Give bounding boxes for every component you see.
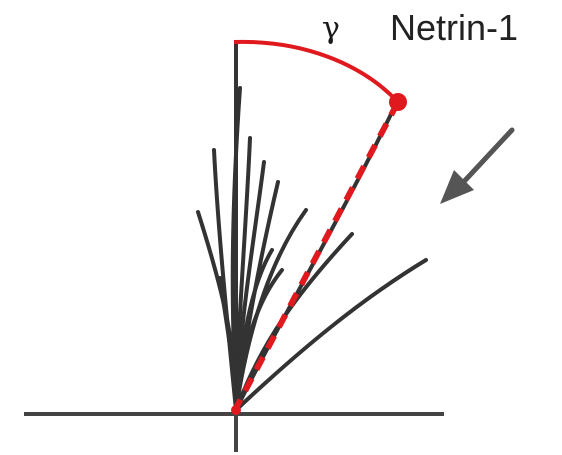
turning-angle-arc <box>233 39 400 104</box>
neurite-trace <box>196 210 238 412</box>
neurite-trace <box>212 148 238 412</box>
neurite-traces <box>196 86 428 412</box>
neurite-trace <box>234 268 284 412</box>
arrow-down-left-icon <box>440 127 515 204</box>
neurite-trace <box>234 258 428 412</box>
netrin-1-label: Netrin-1 <box>390 7 518 48</box>
angle-gamma-label: γ <box>322 11 340 46</box>
mean-direction-dashed-line <box>231 100 401 414</box>
origin-dot <box>231 405 241 415</box>
growth-cone-endpoint-dot <box>389 93 407 111</box>
